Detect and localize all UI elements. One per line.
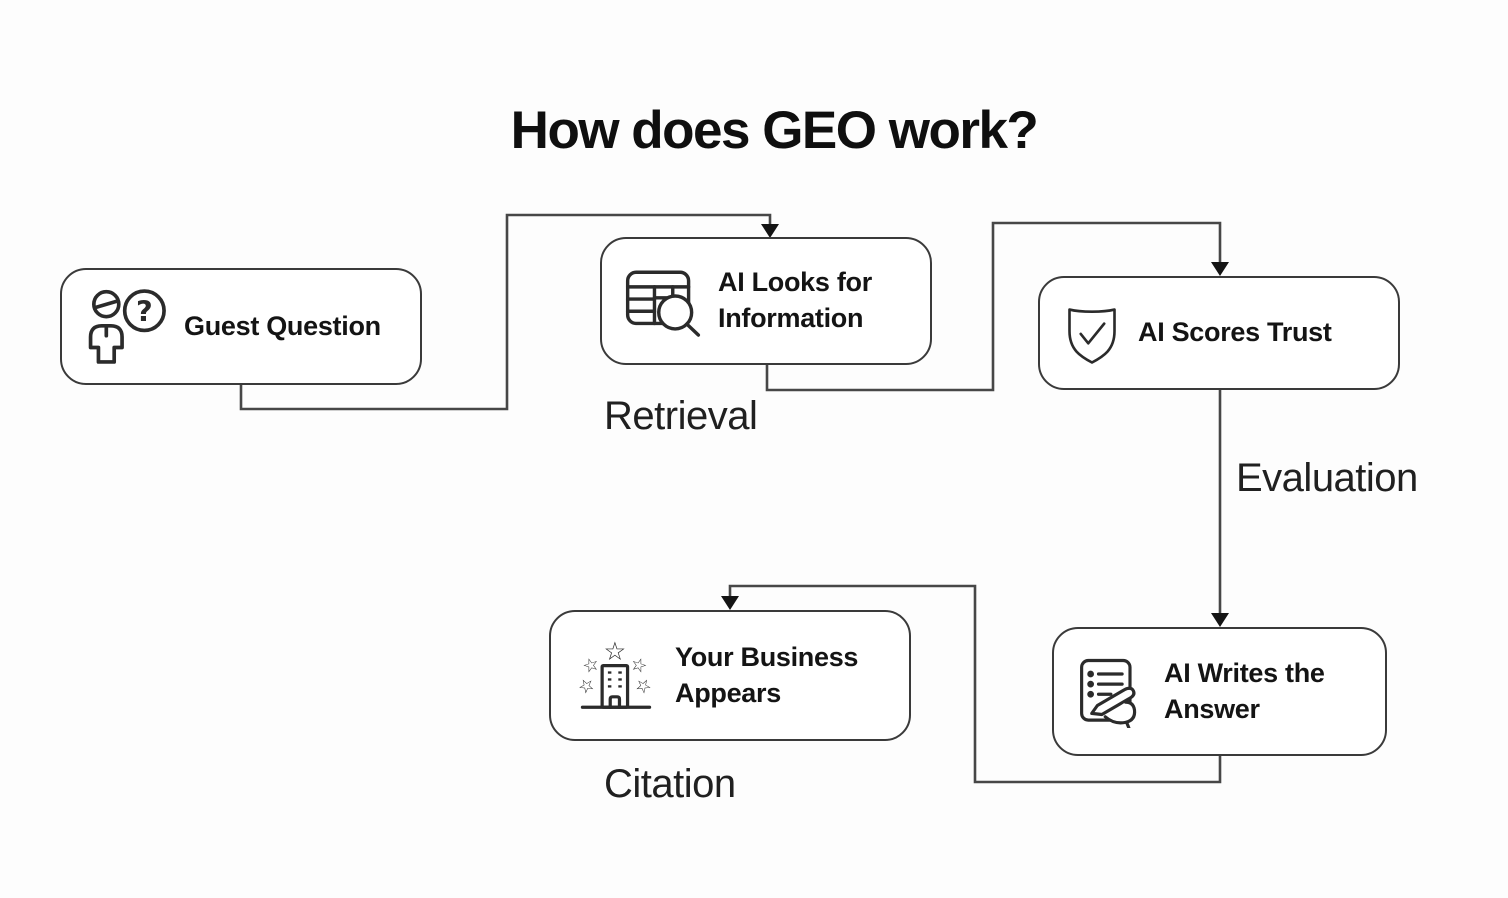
node-label: Guest Question	[184, 310, 381, 341]
node-label: AI Looks for Information	[718, 267, 872, 333]
node-label: Your Business Appears	[675, 641, 859, 708]
svg-text:☆: ☆	[631, 673, 656, 699]
table-search-icon	[624, 266, 702, 337]
node-ai-looks-for-information: AI Looks for Information	[600, 237, 932, 365]
diagram-title: How does GEO work?	[510, 101, 1039, 160]
node-ai-writes-the-answer: AI Writes the Answer	[1052, 627, 1387, 756]
svg-text:?: ?	[136, 294, 153, 328]
stage-label-citation: Citation	[604, 762, 736, 806]
arrowhead-into-business	[721, 596, 739, 610]
node-guest-question: ? Guest Question	[60, 268, 422, 385]
node-ai-scores-trust: AI Scores Trust	[1038, 276, 1400, 390]
svg-text:☆: ☆	[574, 673, 599, 699]
stage-label-evaluation: Evaluation	[1236, 456, 1418, 500]
node-label: AI Writes the Answer	[1164, 657, 1325, 724]
svg-text:☆: ☆	[580, 653, 602, 678]
building-stars-icon: ☆ ☆ ☆ ☆ ☆	[573, 639, 659, 713]
person-question-icon: ?	[84, 287, 168, 366]
svg-text:☆: ☆	[628, 653, 650, 678]
arrowhead-into-writes	[1211, 613, 1229, 627]
arrowhead-into-looks	[761, 224, 779, 238]
document-pen-icon	[1076, 656, 1148, 728]
svg-text:☆: ☆	[603, 639, 626, 666]
shield-check-icon	[1062, 299, 1122, 367]
stage-label-retrieval: Retrieval	[604, 394, 758, 438]
arrowhead-into-scores	[1211, 262, 1229, 276]
node-label: AI Scores Trust	[1138, 317, 1332, 348]
node-your-business-appears: ☆ ☆ ☆ ☆ ☆ Your Business Appears	[549, 610, 911, 741]
